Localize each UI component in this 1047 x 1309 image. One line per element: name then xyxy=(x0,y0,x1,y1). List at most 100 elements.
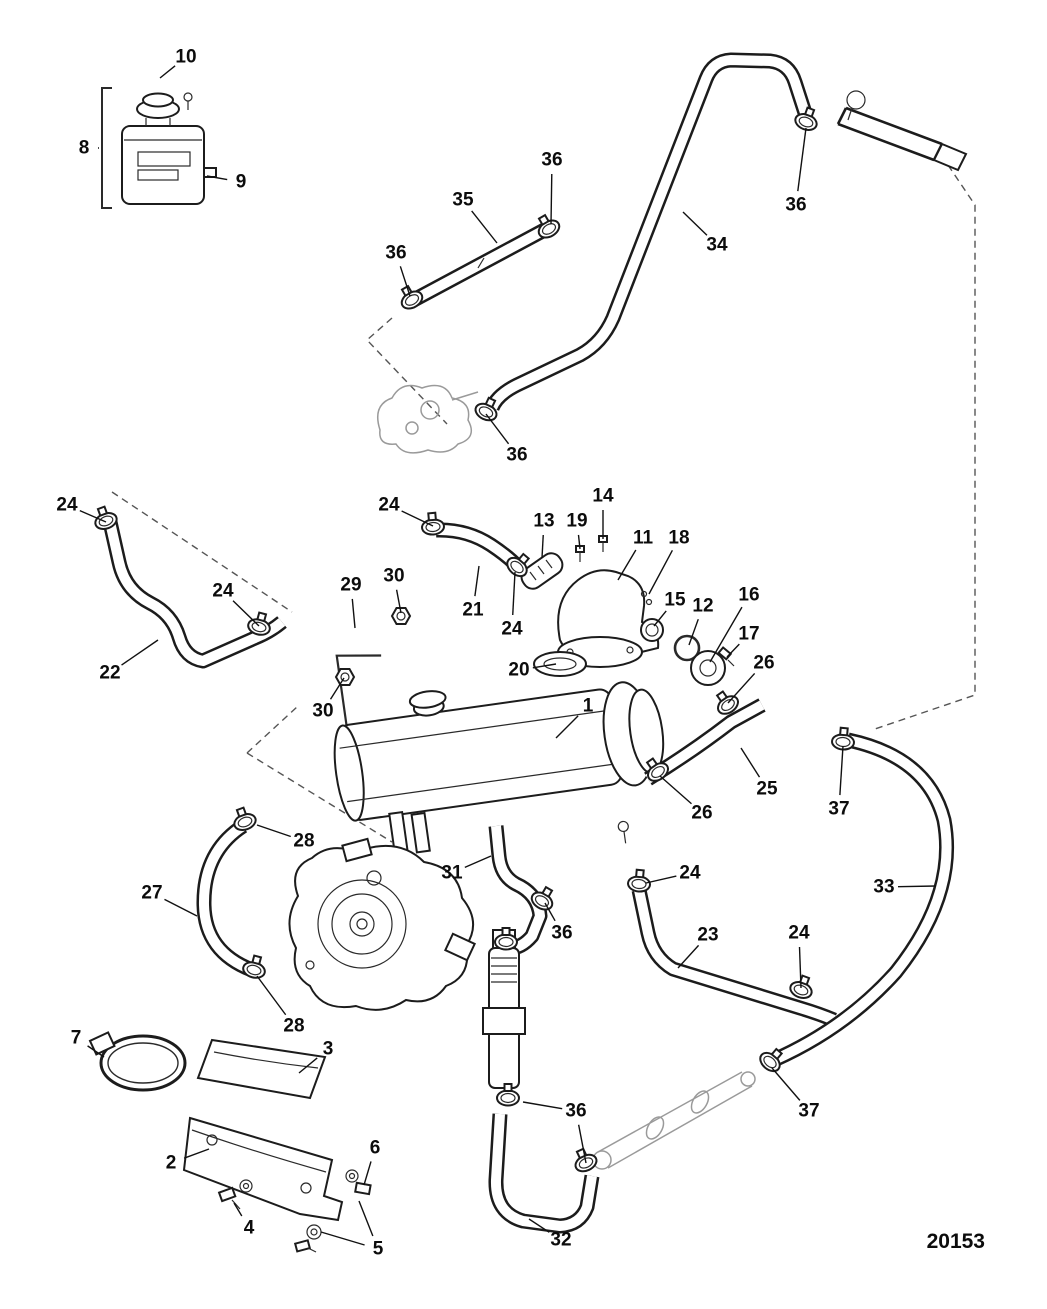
callout-leader-line xyxy=(677,944,700,969)
o-ring-12-drawing xyxy=(673,634,701,662)
callout-2: 2 xyxy=(166,1153,177,1174)
callout-25: 25 xyxy=(756,779,778,800)
callout-12: 12 xyxy=(692,596,713,617)
callout-28: 28 xyxy=(283,1016,304,1037)
hose-clamp-icon xyxy=(421,511,445,536)
callout-4: 4 xyxy=(244,1218,255,1239)
hose-clamp-icon xyxy=(794,106,818,131)
callout-leader-line xyxy=(164,898,198,917)
bolt-4-drawing xyxy=(217,1179,253,1210)
callout-24: 24 xyxy=(212,581,234,602)
hose-clamp-icon xyxy=(496,1083,520,1107)
washer-bolt-5-drawing xyxy=(293,1224,322,1253)
callout-leader-line xyxy=(329,677,345,700)
callout-30: 30 xyxy=(312,701,333,722)
callout-36: 36 xyxy=(385,243,406,264)
callout-leader-line xyxy=(159,65,176,79)
callout-leader-line xyxy=(320,1231,365,1246)
manifold-reference-drawing xyxy=(377,384,479,454)
callout-3: 3 xyxy=(323,1039,334,1060)
callout-8: 8 xyxy=(79,138,90,159)
bracket-2-drawing xyxy=(182,1116,344,1222)
callout-leader-line xyxy=(363,1161,372,1186)
callout-leader-line xyxy=(79,509,107,523)
callout-24: 24 xyxy=(788,923,810,944)
callout-leader-line xyxy=(298,1057,318,1074)
callout-10: 10 xyxy=(175,47,196,68)
callout-leader-line xyxy=(726,643,740,658)
callout-leader-line xyxy=(401,510,434,527)
nut-icon xyxy=(390,607,412,625)
thermostat-housing-drawing xyxy=(520,535,735,686)
hose-27-drawing xyxy=(204,826,252,970)
callout-26: 26 xyxy=(753,653,774,674)
callout-30: 30 xyxy=(383,566,404,587)
callout-leader-line xyxy=(532,663,557,669)
callout-24: 24 xyxy=(501,619,523,640)
callout-34: 34 xyxy=(706,235,728,256)
callout-leader-line xyxy=(541,534,544,559)
thermostat-15-drawing xyxy=(640,618,664,642)
callout-6: 6 xyxy=(370,1138,381,1159)
callout-37: 37 xyxy=(798,1101,819,1122)
hose-clamp-icon xyxy=(494,927,518,951)
hose-clamp-icon xyxy=(645,757,669,782)
water-tube-fitting-drawing xyxy=(482,929,526,1089)
callout-11: 11 xyxy=(633,528,654,549)
callout-leader-line xyxy=(682,211,708,236)
callout-leader-line xyxy=(577,534,581,550)
hose-clamp-icon xyxy=(789,974,813,999)
callout-7: 7 xyxy=(71,1028,82,1049)
hose-22-drawing xyxy=(110,522,282,661)
hose-clamp-icon xyxy=(506,552,531,578)
callout-14: 14 xyxy=(592,486,614,507)
callout-24: 24 xyxy=(378,495,400,516)
callout-leader-line xyxy=(256,824,291,838)
callout-leader-line xyxy=(522,1101,563,1110)
callout-leader-line xyxy=(645,875,677,884)
callout-23: 23 xyxy=(697,925,718,946)
hose-clamp-icon xyxy=(247,611,271,636)
callout-leader-line xyxy=(839,745,844,796)
callout-leader-line xyxy=(399,266,411,297)
callout-35: 35 xyxy=(452,190,474,211)
callout-leader-line xyxy=(550,173,553,225)
callout-leader-line xyxy=(256,975,287,1016)
hose-clamp-icon xyxy=(400,284,424,310)
callout-5: 5 xyxy=(373,1239,384,1260)
hose-clamp-icon xyxy=(530,885,554,911)
callout-leader-line xyxy=(183,1148,210,1159)
callout-leader-line xyxy=(709,606,743,663)
callout-leader-line xyxy=(206,175,228,181)
callout-leader-line xyxy=(577,1124,587,1164)
hose-clamp-icon xyxy=(474,396,498,422)
hose-clamp-icon xyxy=(759,1047,784,1073)
coolant-reservoir-drawing xyxy=(101,87,217,209)
callout-leader-line xyxy=(528,1218,550,1233)
callout-18: 18 xyxy=(668,528,689,549)
callout-leader-line xyxy=(659,775,692,805)
hose-clamp-icon xyxy=(627,868,651,893)
callout-leader-line xyxy=(617,549,637,581)
callout-leader-line xyxy=(395,589,402,614)
callout-leader-line xyxy=(474,565,480,597)
hose-23-drawing xyxy=(639,890,834,1020)
callout-31: 31 xyxy=(441,863,463,884)
callout-36: 36 xyxy=(506,445,527,466)
hose-35-drawing xyxy=(410,227,550,302)
callout-leader-line xyxy=(512,571,516,616)
callout-1: 1 xyxy=(583,696,594,717)
gasket-20-drawing xyxy=(533,651,587,677)
callout-leader-line xyxy=(464,855,492,869)
callout-13: 13 xyxy=(533,511,554,532)
nut-icon xyxy=(334,668,356,686)
hose-clamp-icon xyxy=(574,1147,598,1173)
callout-leader-line xyxy=(771,1067,801,1101)
callout-leader-line xyxy=(555,715,579,739)
callout-20: 20 xyxy=(508,660,529,681)
callout-leader-line xyxy=(798,946,802,989)
callout-leader-line xyxy=(351,598,356,629)
callout-17: 17 xyxy=(738,624,759,645)
